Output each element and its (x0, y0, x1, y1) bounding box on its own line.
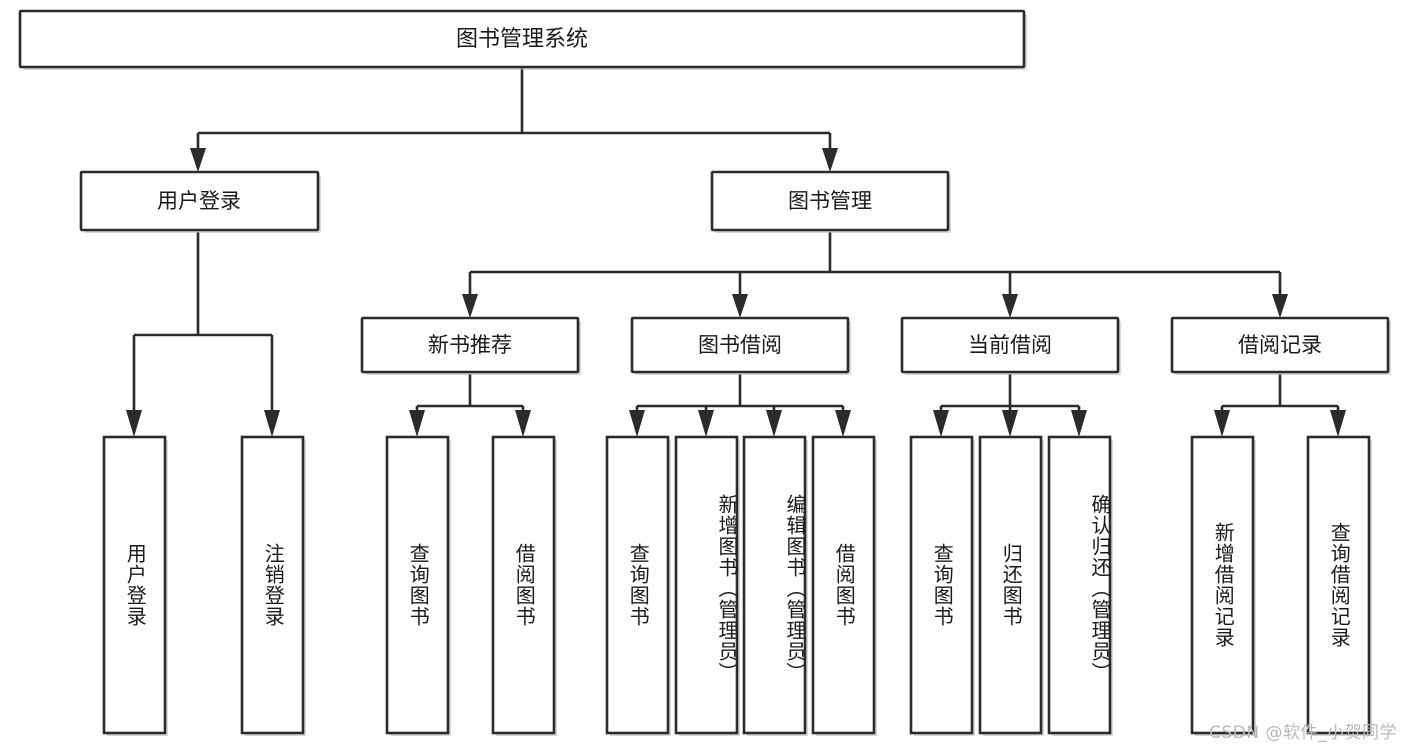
node-leaf-borrow-book-1-box[interactable] (491, 435, 556, 735)
node-leaf-query-book-2-box[interactable] (605, 435, 670, 735)
arrow-leaf-query-record (1330, 410, 1346, 437)
node-leaf-query-record-box[interactable] (1306, 435, 1371, 735)
node-leaf-query-book-3-box[interactable] (909, 435, 974, 735)
node-borrow-record-box[interactable] (1170, 316, 1390, 374)
arrow-leaf-user-login (126, 410, 142, 437)
node-leaf-confirm-return-box[interactable] (1047, 435, 1112, 735)
node-new-book-recommend-label: 新书推荐 (428, 333, 512, 357)
arrow-user-login (190, 148, 206, 172)
node-book-management-label: 图书管理 (788, 189, 872, 213)
arrow-leaf-query-book-2 (629, 410, 645, 437)
node-new-book-recommend[interactable]: 新书推荐 (360, 316, 581, 375)
node-book-management-box[interactable] (710, 170, 950, 232)
arrow-book-management (822, 148, 838, 172)
node-book-borrow[interactable]: 图书借阅 (630, 316, 851, 375)
arrow-leaf-borrow-book-2 (835, 410, 851, 437)
arrow-leaf-add-book (698, 410, 714, 437)
node-book-management[interactable]: 图书管理 (710, 170, 951, 233)
node-leaf-user-login-box[interactable] (102, 435, 167, 735)
node-current-borrow-box[interactable] (900, 316, 1120, 374)
leaf-boxes-group (102, 435, 1372, 736)
arrow-new-book-recommend (462, 294, 478, 318)
node-user-login-box[interactable] (79, 170, 320, 232)
node-new-book-recommend-box[interactable] (360, 316, 580, 374)
node-leaf-return-book-box[interactable] (978, 435, 1043, 735)
node-leaf-add-book-box[interactable] (674, 435, 739, 735)
arrow-leaf-logout-login (264, 410, 280, 437)
node-borrow-record-label: 借阅记录 (1238, 333, 1322, 357)
watermark-label: CSDN @软件_小贺同学 (1209, 723, 1397, 743)
arrow-leaf-query-book-3 (933, 410, 949, 437)
node-borrow-record[interactable]: 借阅记录 (1170, 316, 1391, 375)
arrow-leaf-borrow-book-1 (515, 410, 531, 437)
arrow-leaf-edit-book (766, 410, 782, 437)
arrow-leaf-add-record (1214, 410, 1230, 437)
node-root-box[interactable] (18, 9, 1026, 69)
node-current-borrow-label: 当前借阅 (968, 333, 1052, 357)
node-leaf-logout-login-box[interactable] (240, 435, 305, 735)
node-user-login-label: 用户登录 (157, 189, 241, 213)
arrow-leaf-return-book (1002, 410, 1018, 437)
node-leaf-add-record-box[interactable] (1190, 435, 1255, 735)
node-leaf-borrow-book-2-box[interactable] (811, 435, 876, 735)
node-root-label: 图书管理系统 (456, 27, 588, 52)
node-leaf-query-book-1-box[interactable] (385, 435, 450, 735)
arrow-book-borrow (732, 294, 748, 318)
arrow-leaf-query-book-1 (409, 410, 425, 437)
arrow-borrow-record (1272, 294, 1288, 318)
node-user-login[interactable]: 用户登录 (79, 170, 321, 233)
node-book-borrow-box[interactable] (630, 316, 850, 374)
connector-group (126, 67, 1346, 437)
arrow-leaf-confirm-return (1071, 410, 1087, 437)
node-current-borrow[interactable]: 当前借阅 (900, 316, 1121, 375)
node-book-borrow-label: 图书借阅 (698, 333, 782, 357)
arrow-current-borrow (1002, 294, 1018, 318)
node-leaf-edit-book-box[interactable] (742, 435, 807, 735)
node-root[interactable]: 图书管理系统 (18, 9, 1027, 70)
